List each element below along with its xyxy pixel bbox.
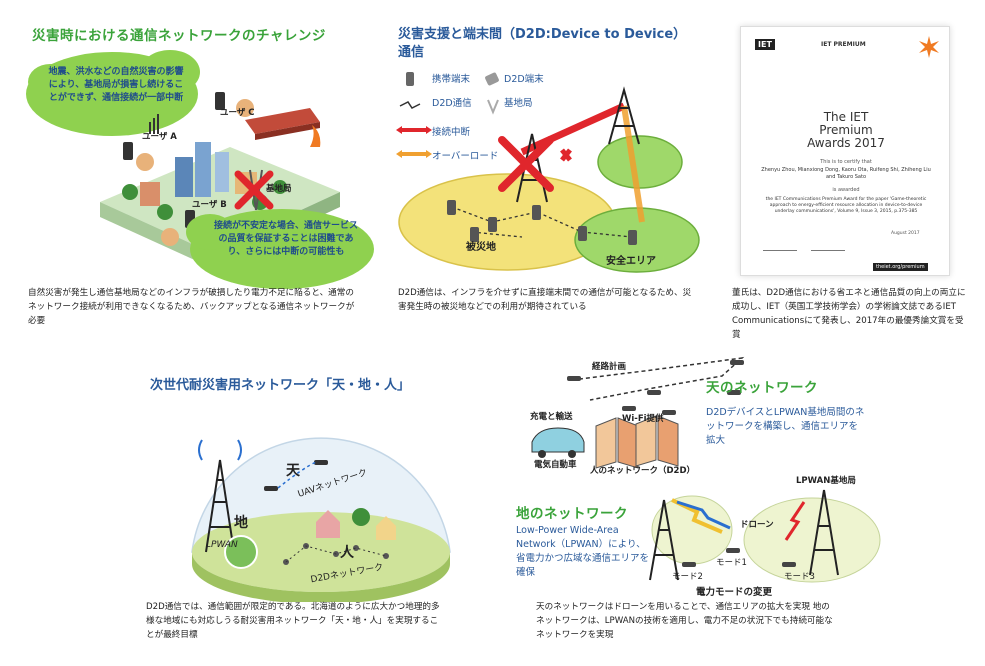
iet-logo: IET	[755, 39, 775, 50]
panel-award: IET IET PREMIUM The IET Premium Awards 2…	[728, 20, 973, 340]
legend-overload: オーバーロード	[432, 150, 499, 162]
wifi-label: Wi-Fi提供	[622, 414, 664, 424]
station-cut-x	[234, 170, 274, 210]
panel-d2d: 災害支援と端末間（D2D:Device to Device）通信	[392, 20, 712, 320]
bubble-top-text: 地震、洪水などの自然災害の影響により、基地局が損害し続けることができず、通信接続…	[48, 67, 184, 103]
star-icon	[919, 36, 939, 58]
route-label: 経路計画	[592, 362, 627, 372]
award-footer: theiet.org/premium	[873, 263, 928, 271]
safe-area-label: 安全エリア	[606, 256, 656, 267]
award-date: August 2017	[891, 231, 920, 236]
panel1-illustration	[26, 50, 374, 289]
panel4-caption: D2D通信では、通信範囲が限定的である。北海道のように広大かつ地理的多様な地域に…	[146, 602, 440, 640]
sky-desc: D2DデバイスとLPWAN基地局間のネットワークを構築し、通信エリアを拡大	[706, 407, 865, 446]
bubble-bottom-shape	[190, 209, 374, 289]
panel3-caption: 董氏は、D2D通信における省エネと通信品質の向上の両立に成功し、IET（英国工学…	[732, 288, 966, 340]
panel5-illustration	[531, 356, 881, 583]
award-names: Zhenyu Zhou, Mianxiong Dong, Kaoru Ota, …	[761, 167, 931, 180]
mode3-label: モード3	[784, 572, 815, 582]
panel5-caption: 天のネットワークはドローンを用いることで、通信エリアの拡大を実現 地のネットワー…	[536, 602, 833, 640]
chi-label: 地	[234, 515, 248, 531]
legend-d2d-comm: D2D通信	[432, 97, 472, 109]
panel-sky-ground: 経路計画 充電と輸送 Wi-Fi提供 電気自動車 人のネットワーク（D2D） 天…	[512, 350, 977, 662]
mode-change-label: 電力モードの変更	[696, 587, 773, 598]
panel-disaster-challenge: 災害時における通信ネットワークのチャレンジ	[20, 20, 380, 326]
user-b-label: ユーザ B	[192, 200, 227, 210]
lpwan-base-label: LPWAN基地局	[796, 476, 856, 486]
base-station-label: 基地局	[266, 184, 292, 194]
mode1-label: モード1	[716, 558, 747, 568]
ev-label: 電気自動車	[534, 460, 577, 470]
panel-ten-chi-jin: 次世代耐災害用ネットワーク「天・地・人」 天 UAVネットワーク 地 LPWAN…	[146, 372, 460, 662]
signature-2	[811, 243, 845, 251]
drone-label: ドローン	[740, 520, 774, 530]
award-certify: This is to certify that	[820, 159, 872, 165]
award-paper: the IET Communications Premium Award for…	[765, 197, 927, 214]
legend-col2-row1: D2D端末	[504, 66, 544, 89]
signature-1	[763, 243, 797, 251]
panel2-title: 災害支援と端末間（D2D:Device to Device）通信	[398, 27, 687, 60]
ground-title: 地のネットワーク	[516, 506, 628, 522]
bubble-bottom-text: 接続が不安定な場合、通信サービスの品質を保証することは困難であり、さらには中断の…	[213, 221, 358, 257]
mobile-legend-icon	[406, 72, 414, 86]
legend-cut: 接続中断	[432, 126, 471, 138]
panel2-illustration	[396, 72, 700, 273]
legend-d2d-terminal: D2D端末	[504, 73, 544, 85]
user-a-label: ユーザ A	[142, 132, 177, 142]
dome-illustration	[191, 437, 451, 602]
award-awarded: is awarded	[832, 187, 860, 193]
ten-label: 天	[286, 463, 300, 479]
legend-base-station: 基地局	[504, 97, 533, 109]
sky-title: 天のネットワーク	[706, 380, 818, 396]
legend-mobile: 携帯端末	[432, 73, 471, 85]
people-net-label: 人のネットワーク（D2D）	[590, 466, 696, 476]
panel1-caption: 自然災害が発生し通信基地局などのインフラが破損したり電力不足に陥ると、通常のネッ…	[28, 288, 355, 326]
disaster-area-label: 被災地	[466, 242, 496, 253]
ground-desc: Low-Power Wide-Area Network（LPWAN）により、省電…	[516, 525, 650, 578]
mode2-label: モード2	[672, 572, 703, 582]
award-title: The IET Premium Awards 2017	[807, 110, 885, 150]
premium-logo: IET PREMIUM	[821, 41, 866, 48]
lpwan-label: LPWAN	[206, 540, 238, 550]
jin-label: 人	[340, 545, 354, 561]
legend-row3: 接続中断	[432, 119, 470, 142]
legend-row4: オーバーロード	[432, 143, 498, 166]
legend-row2: D2D通信	[432, 90, 472, 113]
panel1-title: 災害時における通信ネットワークのチャレンジ	[32, 28, 326, 44]
panel2-caption: D2D通信は、インフラを介せずに直接端末間での通信が可能となるため、災害発生時の…	[398, 288, 692, 312]
charge-label: 充電と輸送	[530, 412, 573, 422]
award-certificate: IET IET PREMIUM The IET Premium Awards 2…	[740, 26, 950, 276]
user-c-label: ユーザ C	[220, 108, 255, 118]
legend-col2-row2: 基地局	[504, 90, 533, 113]
d2d-legend: 携帯端末	[432, 66, 470, 89]
panel4-title: 次世代耐災害用ネットワーク「天・地・人」	[150, 378, 411, 393]
